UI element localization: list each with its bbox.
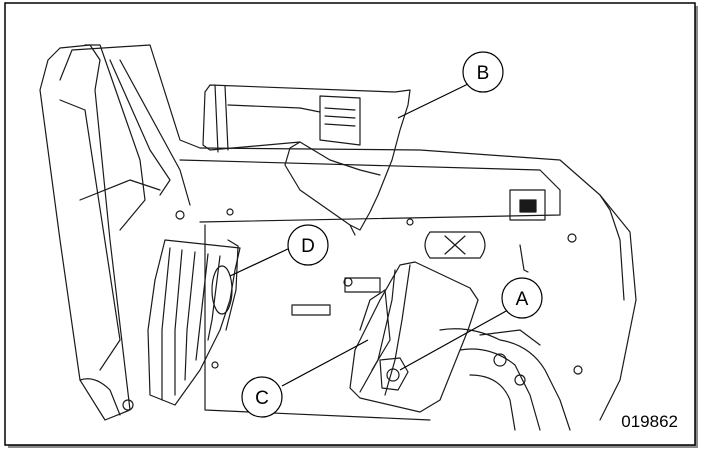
left-strut-2 <box>109 59 171 196</box>
side-edge <box>599 194 625 301</box>
callout-c-label: C <box>255 388 269 409</box>
leader-lines <box>229 83 509 387</box>
component-c-body <box>349 261 479 413</box>
component-d-cap <box>225 239 239 331</box>
figure-number: 019862 <box>621 412 678 431</box>
panel-upper-edge <box>179 159 561 223</box>
left-strut-3 <box>119 59 191 206</box>
component-c-mesh <box>359 289 391 371</box>
vent-grille <box>509 189 546 221</box>
callout-d: D <box>287 224 329 266</box>
harness-branch-1 <box>459 348 541 431</box>
callout-b: B <box>462 51 504 93</box>
vent-opening <box>519 199 537 213</box>
harness-main <box>439 328 571 431</box>
harness-connector <box>479 329 541 346</box>
panel-outline <box>59 44 637 421</box>
component-b-edge <box>299 141 381 176</box>
callout-d-circle <box>287 224 329 266</box>
mount-bracket <box>344 277 381 293</box>
left-frame-inner <box>59 99 121 371</box>
component-b-body <box>202 84 411 231</box>
fastener-1 <box>226 208 234 216</box>
hinge-bolt <box>175 210 185 220</box>
floor-tab <box>291 304 331 316</box>
clamp-a-screw <box>386 368 400 382</box>
component-d <box>147 239 241 406</box>
component-d-pleat-1 <box>161 247 171 401</box>
component-d-pleat-5 <box>207 255 221 341</box>
component-d-pleat-4 <box>195 253 209 361</box>
leader-d <box>229 247 291 277</box>
leader-a <box>399 309 509 371</box>
component-d-pleat-3 <box>184 251 196 381</box>
component-b-lip-1 <box>214 84 219 153</box>
harness-branch-2 <box>469 374 516 431</box>
leader-b <box>397 83 469 119</box>
panel-floor-edge <box>204 224 431 421</box>
component-b-label-lines <box>324 107 356 127</box>
callout-a: A <box>501 277 543 319</box>
component-b-label-plate <box>319 95 361 146</box>
left-brace <box>79 179 161 201</box>
component-b-rib <box>227 104 321 113</box>
component-c-face <box>384 264 411 396</box>
component-b-tab <box>349 224 356 236</box>
leader-c <box>281 339 369 387</box>
callout-d-label: D <box>301 236 315 257</box>
fastener-2 <box>406 218 414 226</box>
component-c <box>349 261 479 413</box>
callout-a-circle <box>501 277 543 319</box>
callout-c: C <box>241 376 283 418</box>
vent-frame <box>509 189 546 221</box>
component-b-lip-2 <box>224 85 229 151</box>
connector-2 <box>514 374 526 386</box>
left-frame <box>39 44 131 421</box>
component-d-port <box>211 265 233 315</box>
left-bolt <box>122 399 134 411</box>
left-hose <box>79 378 121 416</box>
hanging-wire <box>519 244 529 273</box>
right-bolt <box>567 233 577 243</box>
callout-a-label: A <box>516 289 529 310</box>
clamp-a <box>379 357 409 391</box>
component-d-pleat-2 <box>174 249 183 396</box>
center-grille-outline <box>424 231 486 259</box>
fastener-3 <box>211 361 219 369</box>
center-grille-cross <box>444 235 466 255</box>
frame <box>4 2 696 446</box>
left-strut <box>84 44 146 231</box>
callout-b-circle <box>462 51 504 93</box>
wiring-harness <box>439 233 583 431</box>
component-b <box>202 84 411 236</box>
bracket-bolt <box>343 277 353 287</box>
component-c-seam <box>359 269 396 393</box>
connector-1 <box>493 353 507 367</box>
line-art <box>39 44 637 431</box>
callout-c-circle <box>241 376 283 418</box>
right-bolt-2 <box>573 365 583 375</box>
callout-b-label: B <box>477 63 490 84</box>
center-grille <box>424 231 486 259</box>
